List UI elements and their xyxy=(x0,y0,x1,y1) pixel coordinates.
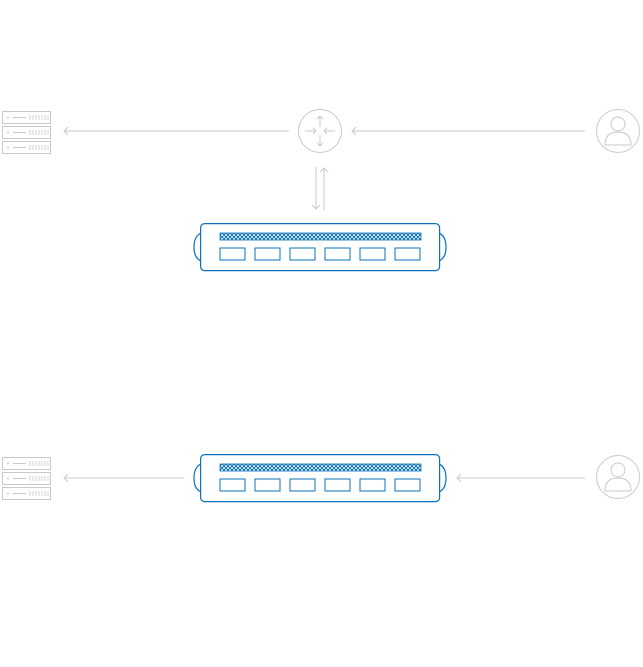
arrow-user-to-switch xyxy=(456,473,585,483)
network-switch-icon xyxy=(193,223,447,272)
user-icon xyxy=(596,109,640,153)
diagram-inline-switch xyxy=(2,454,640,503)
server-rack-icon xyxy=(2,457,51,500)
network-switch-icon xyxy=(193,454,447,503)
server-rack-icon xyxy=(2,111,51,154)
router-icon xyxy=(298,109,342,153)
arrow-switch-to-server xyxy=(63,473,184,483)
user-icon xyxy=(596,455,640,499)
arrow-user-to-router xyxy=(351,126,585,136)
diagram-with-router xyxy=(2,109,640,272)
arrow-router-switch-bidirectional xyxy=(311,167,329,210)
arrow-router-to-server xyxy=(63,126,289,136)
